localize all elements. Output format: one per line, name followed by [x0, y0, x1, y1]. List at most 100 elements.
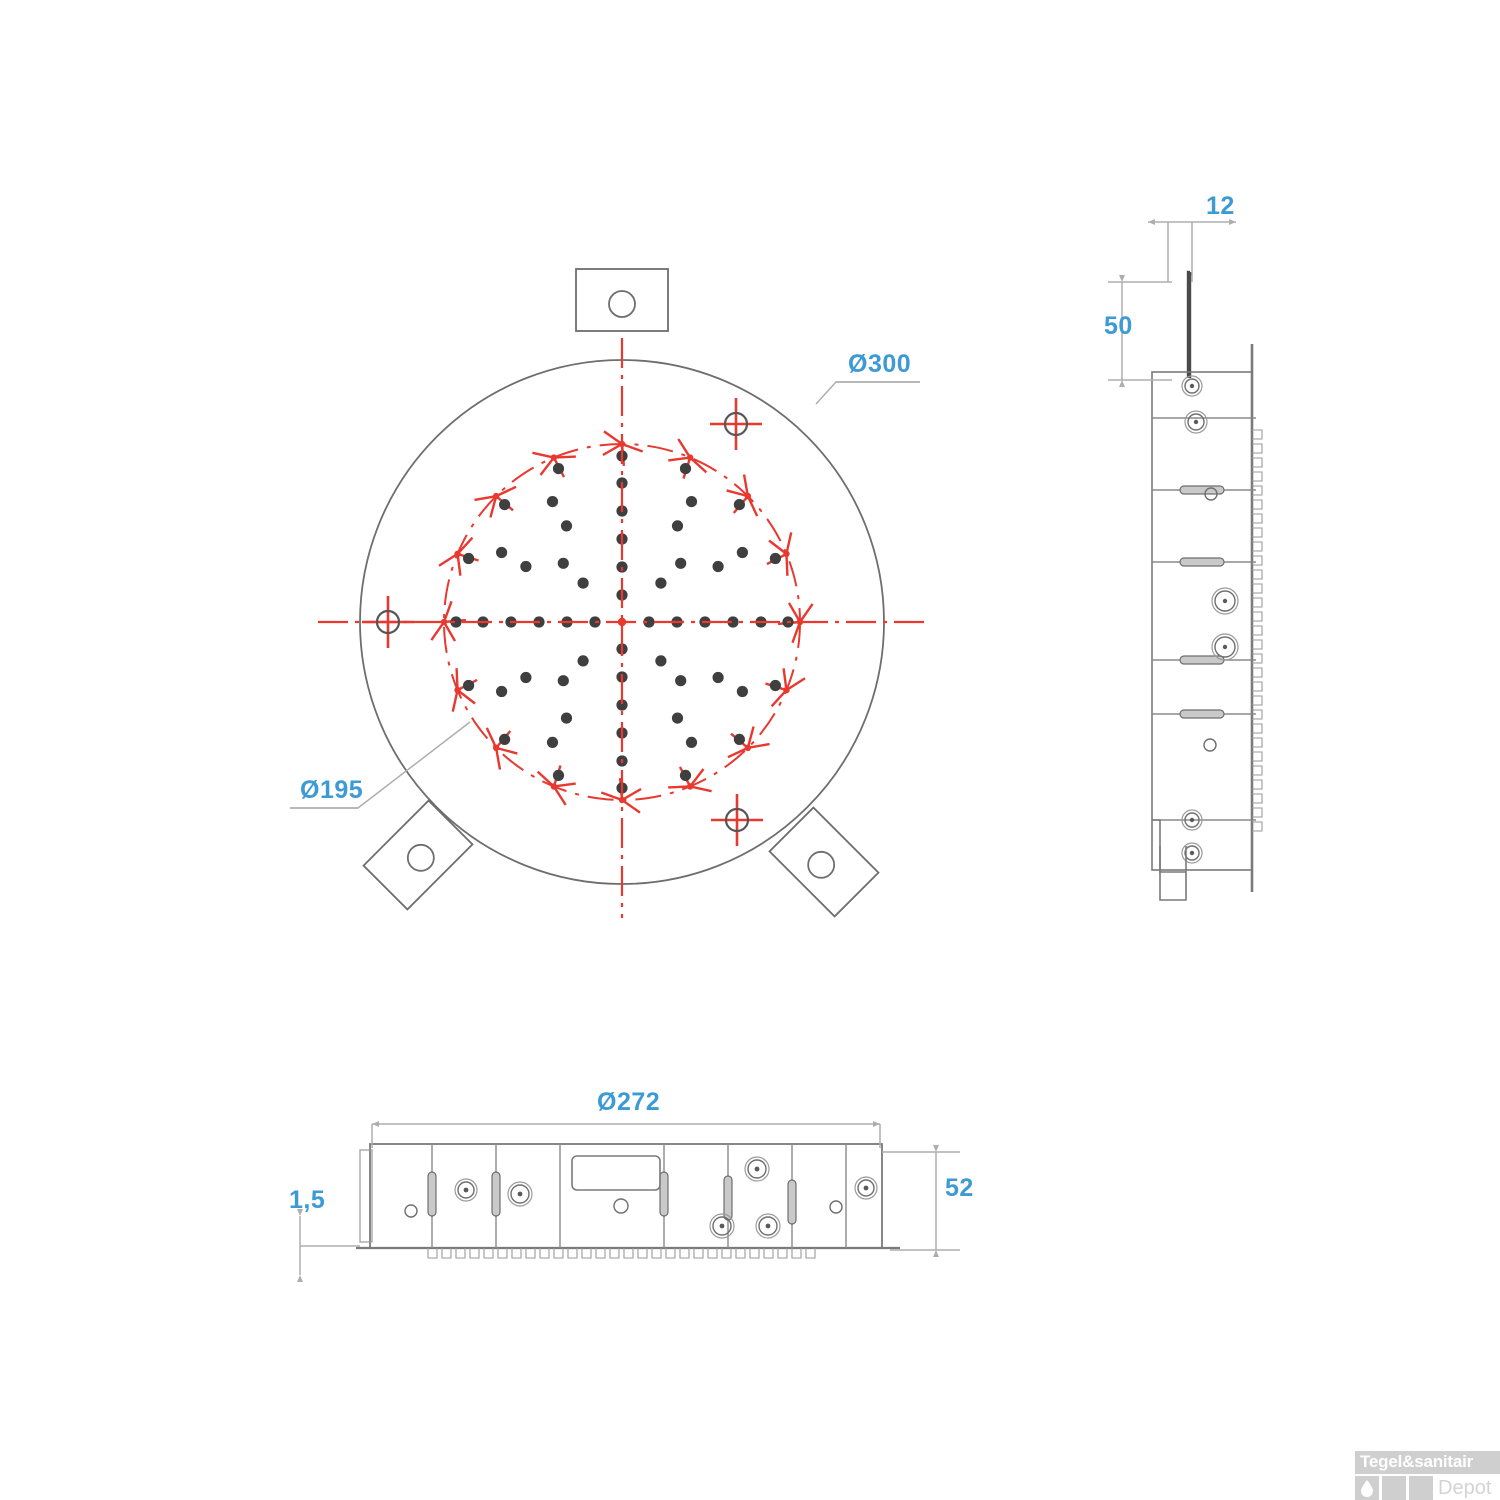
- front-tooth: [721, 1248, 732, 1259]
- spray-cross-arm-0: [621, 442, 644, 453]
- spray-cross-hub-3: [783, 550, 790, 558]
- front-feature-7: [829, 1200, 843, 1214]
- nozzle-dot: [685, 496, 698, 508]
- side-nozzle-teeth: [1252, 429, 1263, 832]
- spray-cross-2: [726, 474, 759, 517]
- side-feature-ring-1: [1184, 410, 1208, 434]
- spray-cross-arm-2: [553, 782, 576, 788]
- side-feature-ring-4: [1211, 633, 1239, 661]
- side-tooth: [1252, 611, 1263, 622]
- front-tooth: [791, 1248, 802, 1259]
- front-feature-2: [510, 1184, 530, 1204]
- nozzle-dot: [671, 520, 684, 532]
- tab-lower-left-hole: [406, 843, 435, 872]
- front-feature-core-2: [517, 1191, 523, 1197]
- side-tooth: [1252, 667, 1263, 678]
- side-divider-lines: [1152, 417, 1256, 821]
- front-tooth: [651, 1248, 662, 1259]
- dimension-arrow: [297, 1209, 303, 1216]
- dimension-arrow: [372, 1121, 379, 1127]
- nozzle-dot: [546, 496, 559, 508]
- spray-cross-hub-11: [454, 686, 461, 694]
- dimension-diameter-300: Ø300: [815, 350, 920, 405]
- spray-cross-arm-2: [782, 668, 788, 691]
- spray-cross-hub-9: [550, 783, 558, 790]
- dimension-diameter-300-leader: [815, 381, 920, 405]
- nozzle-dot: [560, 712, 573, 724]
- side-feature-ring-6: [1181, 809, 1203, 831]
- side-tooth: [1252, 821, 1263, 832]
- front-feature-ring-2: [507, 1181, 533, 1207]
- front-tooth: [455, 1248, 466, 1259]
- watermark-brand: Tegel&sanitair: [1355, 1451, 1500, 1474]
- tab-lower-left: [362, 799, 474, 911]
- dimension-width-12-label: 12: [1206, 192, 1235, 220]
- nozzle-dot: [712, 671, 724, 684]
- spray-cross-arm-0: [536, 770, 555, 788]
- nozzle-dot: [499, 499, 511, 511]
- front-tooth: [805, 1248, 816, 1259]
- nozzle-dot: [577, 655, 589, 667]
- side-tooth: [1252, 695, 1263, 706]
- spray-cross-hub-1: [686, 454, 694, 461]
- spray-cross-arm-2: [456, 689, 476, 705]
- target-marker-group: [362, 398, 763, 846]
- front-left-end-cap: [359, 1149, 373, 1243]
- spray-cross-arm-2: [621, 787, 642, 802]
- spray-cross-arm-0: [727, 746, 749, 759]
- front-tooth: [609, 1248, 620, 1259]
- front-tooth: [427, 1248, 438, 1259]
- side-tooth: [1252, 681, 1263, 692]
- front-tooth: [665, 1248, 676, 1259]
- side-feature-core-6: [1189, 817, 1195, 823]
- nozzle-dot: [499, 733, 511, 746]
- nozzle-dot: [712, 560, 724, 573]
- nozzle-dot: [463, 679, 475, 692]
- side-feature-core-3: [1222, 598, 1228, 604]
- nozzle-dot: [616, 699, 628, 711]
- front-feature-3: [613, 1198, 629, 1214]
- spray-cross-arm-3: [742, 474, 750, 497]
- front-tooth: [483, 1248, 494, 1259]
- side-tooth: [1252, 737, 1263, 748]
- front-elevation-view: [356, 1143, 900, 1259]
- dimension-diameter-272-label: Ø272: [597, 1088, 660, 1116]
- side-tooth: [1252, 443, 1263, 454]
- nozzle-dot: [769, 679, 782, 692]
- front-slot-3: [723, 1175, 733, 1221]
- nozzle-dot: [520, 671, 532, 684]
- spray-cross-hub-6: [744, 744, 752, 752]
- dimension-arrow: [933, 1145, 939, 1152]
- front-tooth: [679, 1248, 690, 1259]
- side-feature-2: [1204, 487, 1218, 501]
- front-tooth: [581, 1248, 592, 1259]
- side-tooth: [1252, 471, 1263, 482]
- dimension-width-12: 12: [1148, 192, 1236, 282]
- front-feature-0: [404, 1204, 418, 1218]
- front-tooth: [539, 1248, 550, 1259]
- side-tooth: [1252, 457, 1263, 468]
- dimension-arrow: [873, 1121, 880, 1127]
- spray-cross-15: [532, 451, 576, 478]
- nozzle-dot: [733, 733, 746, 746]
- watermark-sub: Depot: [1438, 1477, 1492, 1499]
- nozzle-dot: [769, 552, 782, 565]
- tegel-sanitair-depot-watermark: Tegel&sanitair Depot: [1355, 1451, 1500, 1500]
- watermark-square-2: [1382, 1476, 1406, 1500]
- spray-cross-hub-14: [492, 492, 500, 500]
- mounting-tabs-group: [362, 268, 880, 918]
- side-feature-7: [1184, 845, 1200, 861]
- target-lower-right: [711, 794, 763, 846]
- tab-lower-right: [768, 806, 880, 918]
- side-lower-bracket: [1152, 819, 1186, 873]
- side-tooth: [1252, 527, 1263, 538]
- tab-lower-left-plate: [362, 799, 474, 911]
- spray-cross-arm-3: [552, 785, 567, 806]
- spray-cross-arm-0: [746, 495, 759, 517]
- water-drop-icon: [1361, 1480, 1373, 1497]
- tab-top: [575, 268, 669, 332]
- side-tooth: [1252, 793, 1263, 804]
- nozzle-dot: [557, 675, 569, 687]
- nozzle-dot: [496, 685, 508, 698]
